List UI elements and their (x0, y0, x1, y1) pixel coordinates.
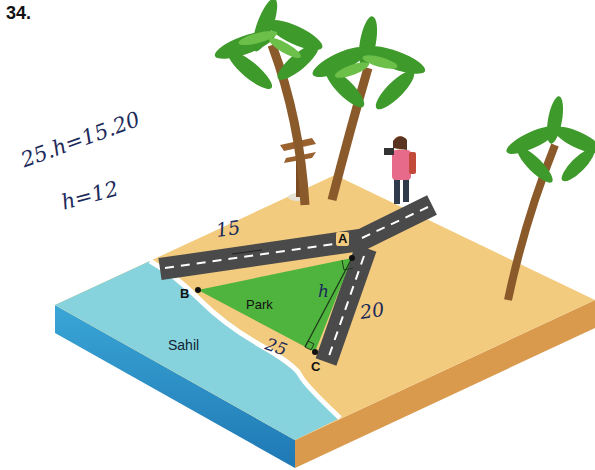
ink-mark (232, 250, 262, 254)
right-angle-mark (342, 260, 353, 270)
problem-number: 34. (6, 4, 31, 24)
point-label: A (336, 232, 349, 246)
handwritten-note: 25.h=15.20 (18, 108, 143, 172)
area-label: Sahil (168, 338, 199, 353)
right-angle-mark (305, 341, 314, 350)
side-length: 15 (215, 217, 242, 241)
height-label: h (318, 282, 329, 301)
point-label: B (180, 287, 189, 301)
side-length: 25 (263, 335, 290, 360)
point-dot (195, 287, 201, 293)
roads (160, 205, 432, 362)
handwritten-note: h=12 (59, 177, 121, 214)
area-label: Park (246, 298, 273, 312)
palm-tree (212, 0, 326, 205)
side-length: 20 (359, 299, 386, 323)
palm-tree (309, 15, 428, 200)
point-label: C (311, 360, 320, 374)
palm-tree (503, 95, 595, 300)
point-dot (312, 349, 318, 355)
sand-top (55, 175, 595, 440)
tourist-figure (384, 136, 416, 204)
height-line (305, 258, 352, 347)
point-dot (349, 255, 355, 261)
